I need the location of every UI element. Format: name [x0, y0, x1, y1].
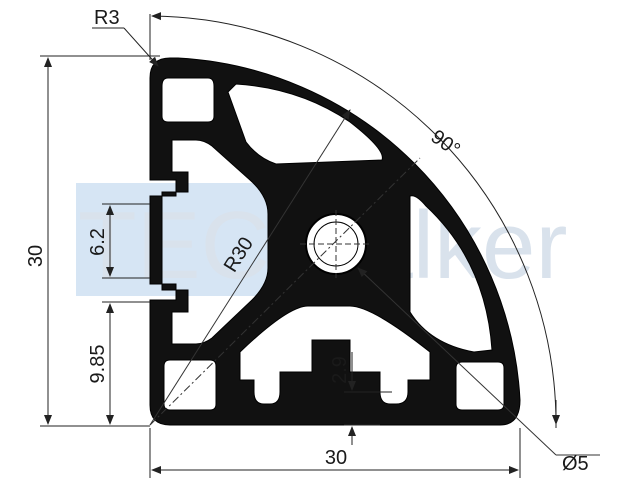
dim-label-height: 30: [25, 245, 47, 267]
dim-label-offset: 9.85: [87, 345, 109, 384]
r3-leader-arrow: [123, 27, 159, 67]
dim-label-bore: Ø5: [562, 453, 589, 475]
dim-label-slot-width: 6.2: [87, 228, 109, 256]
dim-label-corner-radius: R3: [94, 7, 120, 29]
angle-arc: [151, 12, 560, 425]
dim-label-slot-depth: 2.9: [329, 356, 351, 384]
dim-label-width: 30: [325, 447, 347, 469]
dimension-lines: [40, 12, 560, 478]
